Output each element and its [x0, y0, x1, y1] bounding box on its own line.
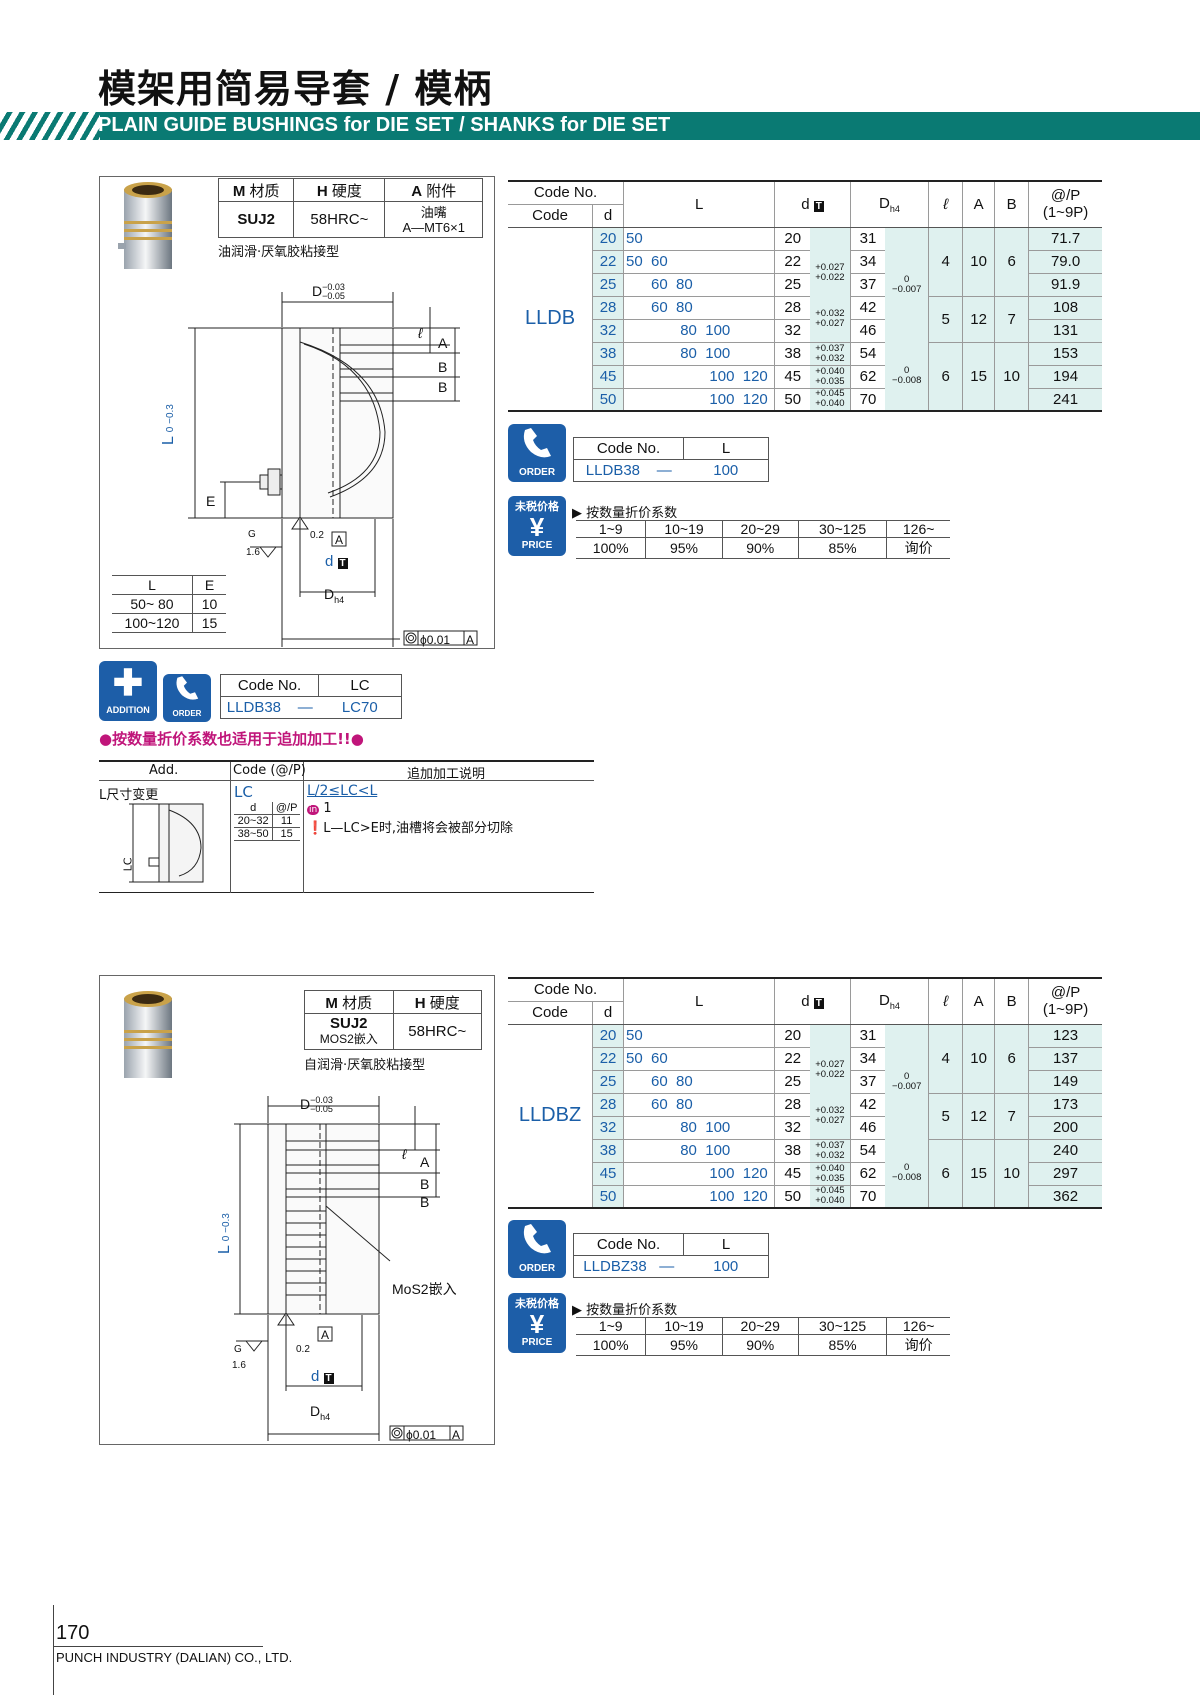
- dim-A: A: [438, 335, 448, 351]
- add-row-label: L尺寸变更: [99, 788, 159, 803]
- series-lldb: LLDB: [508, 227, 593, 412]
- addition-notice: ●按数量折价系数也适用于追加加工!!●: [99, 730, 364, 748]
- dim-D: D−0.03−0.05: [312, 282, 345, 302]
- dim-Dh4: Dh4: [324, 586, 345, 605]
- order-icon-small: ORDER: [163, 674, 211, 722]
- add-order-table: Code No.LC LLDB38 —LC70: [220, 674, 402, 719]
- lldbz-drawing: [234, 1096, 464, 1441]
- order-table-lldbz: Code No.L LLDBZ38 —100: [573, 1233, 769, 1278]
- th-code-no: Code No.: [508, 181, 624, 205]
- add-head-code: Code (@/P): [233, 763, 306, 778]
- add-desc-2: in 1: [307, 801, 332, 816]
- price-icon-2: 未税价格 ¥ PRICE: [508, 1293, 566, 1353]
- addition-icon: ✚ ADDITION: [99, 661, 157, 721]
- dim-L: L 0 −0.3: [160, 404, 177, 445]
- spec-accessory-2: A—MT6×1: [402, 219, 465, 235]
- dim2-A: A: [420, 1154, 430, 1170]
- dim-B2: B: [438, 379, 448, 395]
- concentricity2: ϕ0.01: [406, 1428, 437, 1442]
- page-title: 模架用简易导套 / 模柄: [98, 67, 493, 111]
- add-desc-3: ❗L—LC>E时,油槽将会被部分切除: [307, 821, 513, 836]
- order-icon: ORDER: [508, 424, 566, 482]
- spec-accessory-1: 油嘴: [420, 204, 447, 220]
- lldbz-note: 自润滑·厌氧胶粘接型: [304, 1058, 426, 1073]
- dim-roughness: 1.6: [246, 547, 260, 558]
- spec-material: SUJ2: [237, 211, 275, 228]
- page-number: 170: [56, 1622, 90, 1644]
- datum-A: A: [335, 533, 344, 547]
- spec2-material2: MOS2嵌入: [319, 1032, 378, 1046]
- spec-hardness: 58HRC~: [293, 201, 386, 238]
- dim2-B1: B: [420, 1176, 430, 1192]
- spec2-material: SUJ2: [330, 1015, 368, 1032]
- dim-l: ℓ: [418, 325, 423, 341]
- dim2-roughness: 1.6: [232, 1360, 246, 1371]
- dim2-d: d T: [311, 1368, 334, 1385]
- dim-d: d T: [325, 553, 348, 570]
- discount-title-2: ▶ 按数量折价系数: [572, 1303, 678, 1318]
- discount-title: ▶ 按数量折价系数: [572, 506, 678, 521]
- series-lldbz: LLDBZ: [508, 1024, 593, 1209]
- dim-G: G: [248, 529, 256, 540]
- add-desc-1: L/2≤LC<L: [307, 783, 378, 799]
- add-code: LC: [234, 783, 253, 801]
- dim2-D: D−0.03−0.05: [300, 1095, 333, 1115]
- dim2-Dh4: Dh4: [310, 1403, 331, 1422]
- dim-angle: 0.2: [310, 530, 324, 541]
- price-icon: 未税价格 ¥ PRICE: [508, 496, 566, 556]
- concentricity: ϕ0.01: [420, 633, 451, 647]
- order-table-lldb: Code No.L LLDB38 —100: [573, 437, 769, 482]
- footer-rule-h: [53, 1646, 263, 1647]
- spec2-hardness: 58HRC~: [392, 1013, 483, 1050]
- product-image-lldbz: [118, 990, 180, 1084]
- spec-hardness-head: H 硬度: [293, 178, 386, 202]
- band-stripes: [0, 112, 100, 140]
- add-lc-drawing: [129, 803, 204, 883]
- add-lc-label: LC: [121, 857, 135, 872]
- dim2-G: G: [234, 1344, 242, 1355]
- dim2-angle: 0.2: [296, 1344, 310, 1355]
- dim-E: E: [206, 493, 216, 509]
- addition-table: Add. Code (@/P) 追加加工说明 L尺寸变更 LC d@/P 20~…: [99, 760, 594, 893]
- datum2-A: A: [321, 1328, 330, 1342]
- lldb-note: 油润滑·厌氧胶粘接型: [218, 245, 340, 260]
- page-subtitle: PLAIN GUIDE BUSHINGS for DIE SET / SHANK…: [98, 114, 671, 136]
- order-icon-2: ORDER: [508, 1220, 566, 1278]
- footer-rule-v: [53, 1605, 54, 1695]
- spec-material-head: M 材质: [217, 178, 295, 202]
- dim2-l: ℓ: [402, 1146, 407, 1162]
- product-image-lldb: [118, 181, 180, 275]
- title-band: [0, 112, 1200, 140]
- dim2-L: L 0 −0.3: [216, 1213, 233, 1254]
- spec-accessory-head: A 附件: [384, 178, 483, 202]
- dim-B1: B: [438, 359, 448, 375]
- add-head-desc: 追加加工说明: [407, 767, 486, 782]
- company-name: PUNCH INDUSTRY (DALIAN) CO., LTD.: [56, 1650, 293, 1665]
- mos2-label: MoS2嵌入: [392, 1281, 457, 1297]
- concentricity-datum: A: [466, 633, 475, 647]
- concentricity2-datum: A: [452, 1428, 461, 1442]
- add-head-add: Add.: [149, 763, 179, 778]
- lldb-drawing: [188, 292, 478, 647]
- dim2-B2: B: [420, 1194, 430, 1210]
